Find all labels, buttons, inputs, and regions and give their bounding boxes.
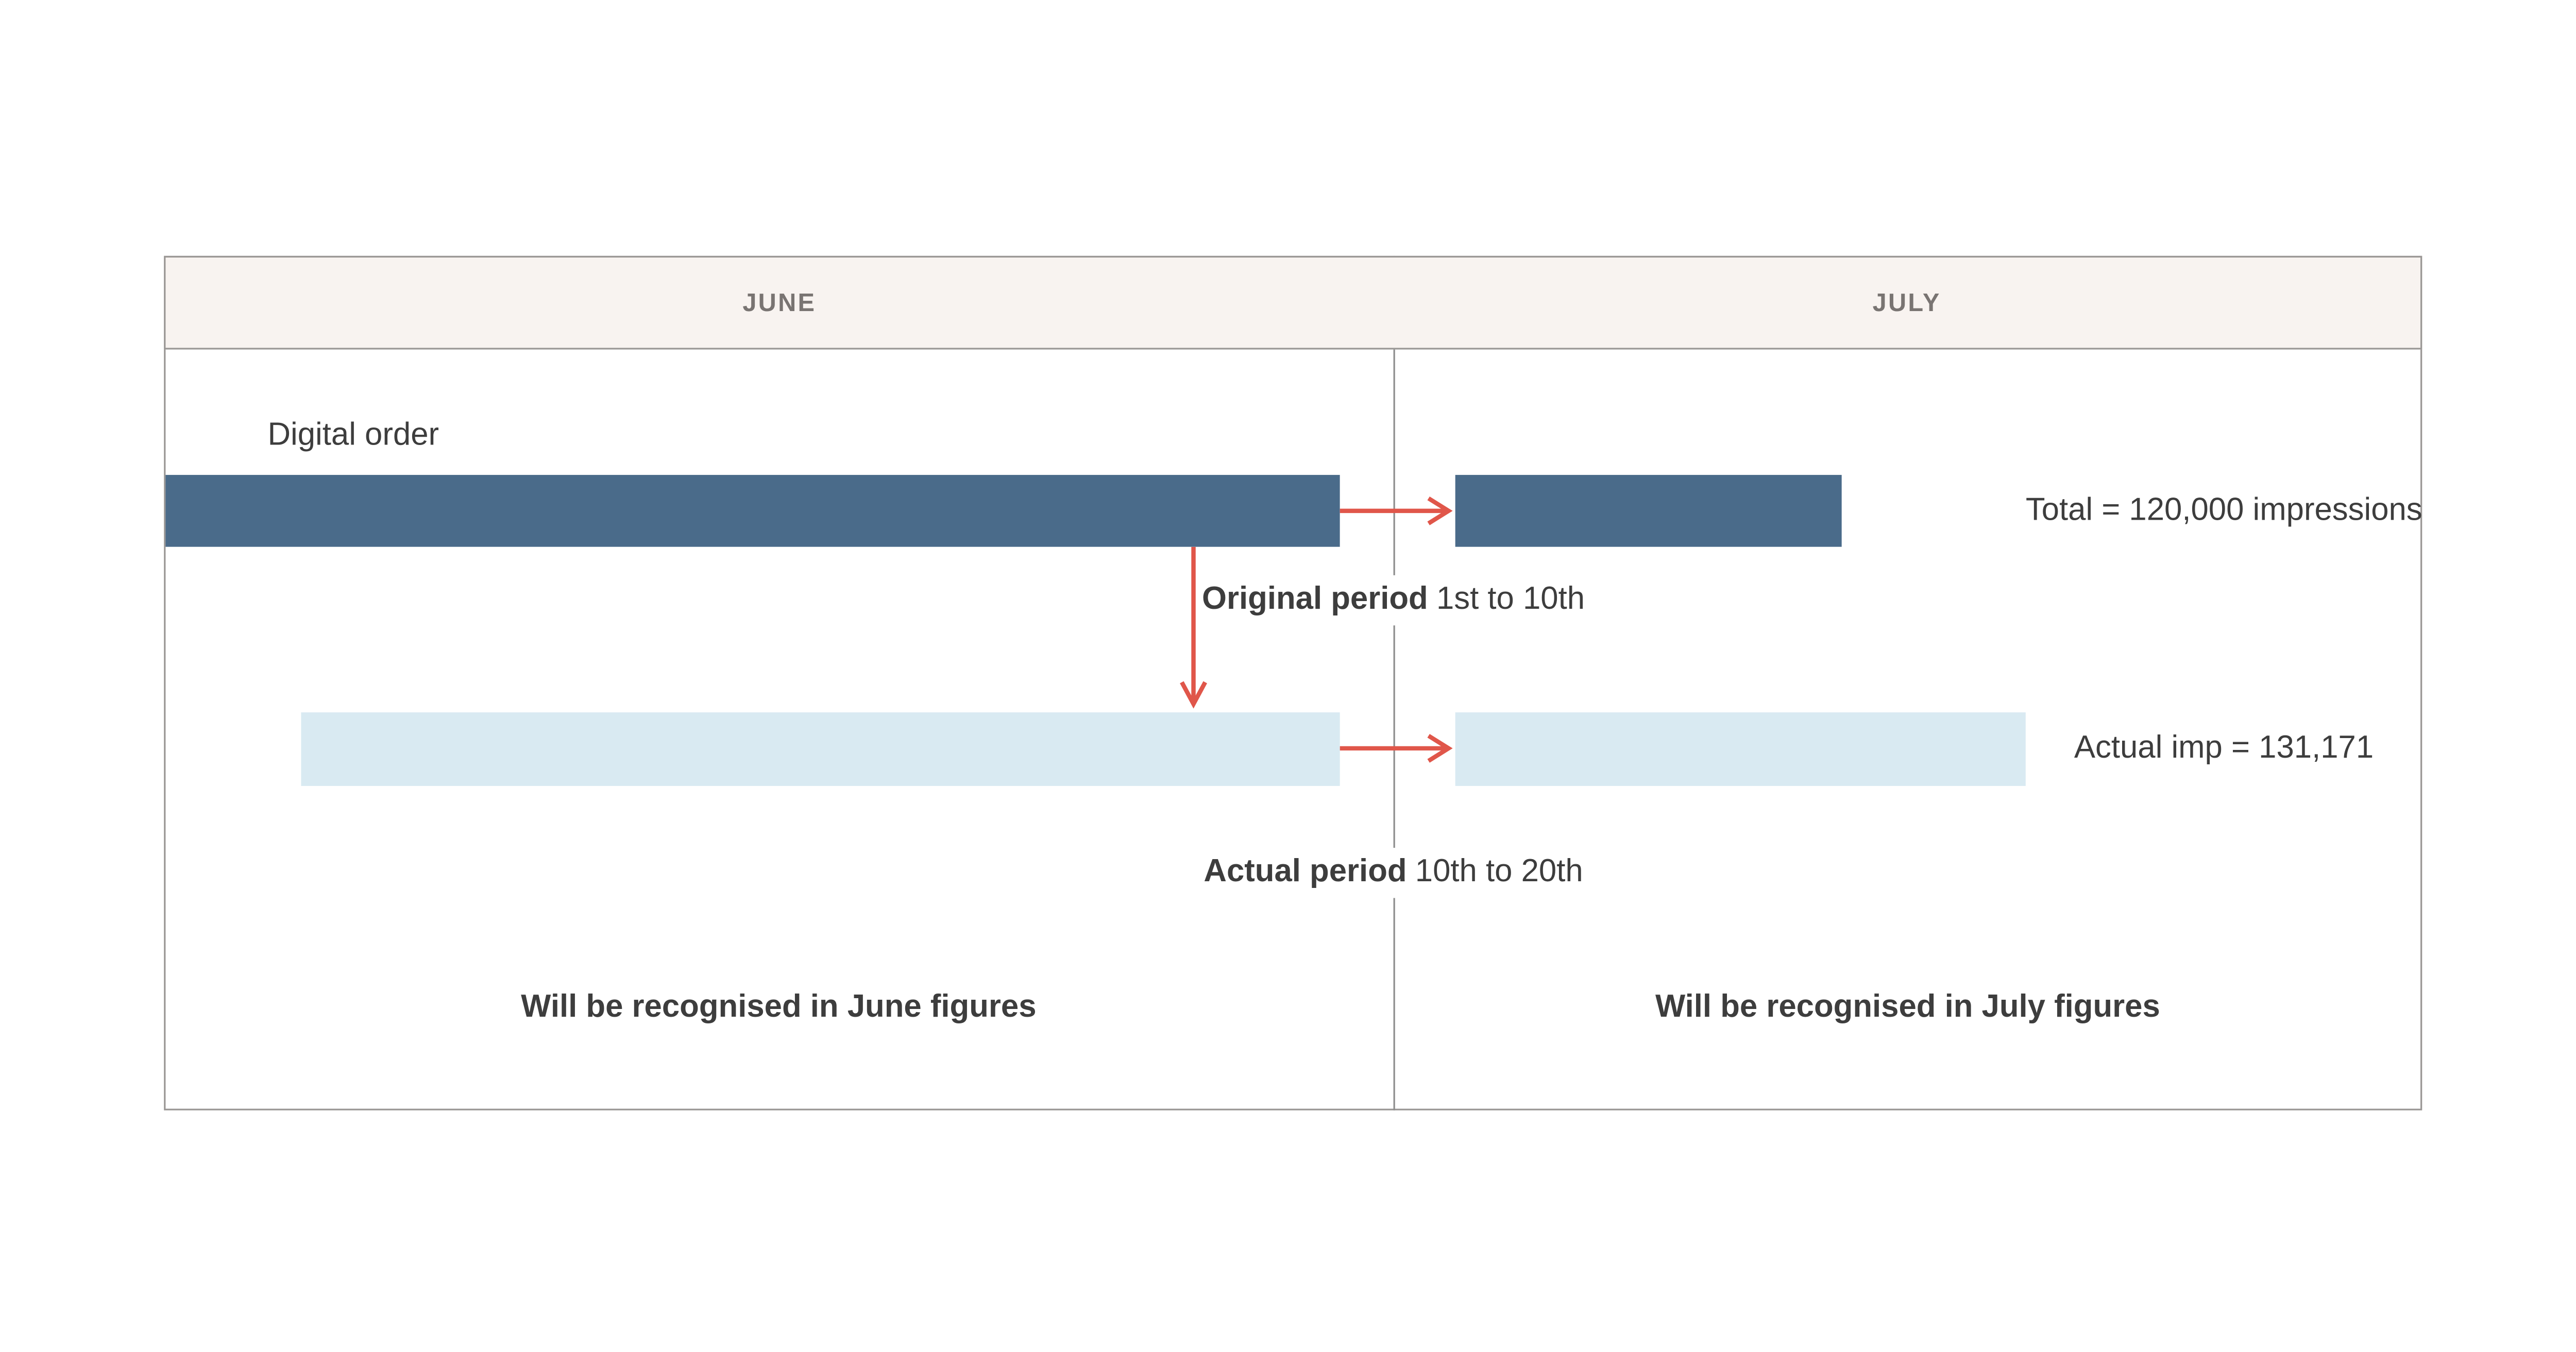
arrow-right-icon	[1340, 496, 1453, 525]
original-period-title: Original period	[1202, 581, 1428, 618]
original-carryover-arrow	[1340, 493, 1454, 528]
july-original-bar	[1455, 475, 1842, 547]
column-header-july: JULY	[1393, 258, 2420, 348]
june-recognition-note: Will be recognised in June figures	[521, 990, 1037, 1025]
june-original-bar	[165, 475, 1340, 547]
actual-impressions-label: Actual imp = 131,171	[2074, 730, 2374, 766]
july-actual-bar	[1455, 712, 2026, 786]
total-impressions-label: Total = 120,000 impressions	[2025, 493, 2422, 528]
july-header-label: JULY	[1872, 288, 1941, 317]
actual-period-title: Actual period	[1204, 854, 1407, 890]
actual-period-dates: 10th to 20th	[1415, 854, 1583, 890]
original-period-dates: 1st to 10th	[1436, 581, 1585, 618]
month-header-row: JUNE JULY	[164, 255, 2422, 350]
table-frame	[164, 255, 2422, 1110]
digital-order-label: Digital order	[267, 418, 439, 453]
column-divider	[1393, 255, 1395, 1110]
column-header-june: JUNE	[165, 258, 1393, 348]
arrow-down-icon	[1180, 546, 1208, 709]
june-header-label: JUNE	[742, 288, 817, 317]
arrow-right-icon	[1340, 733, 1453, 763]
actual-carryover-arrow	[1340, 731, 1454, 766]
june-actual-bar	[301, 712, 1340, 786]
period-shift-arrow	[1179, 546, 1208, 711]
july-recognition-note: Will be recognised in July figures	[1655, 990, 2160, 1025]
